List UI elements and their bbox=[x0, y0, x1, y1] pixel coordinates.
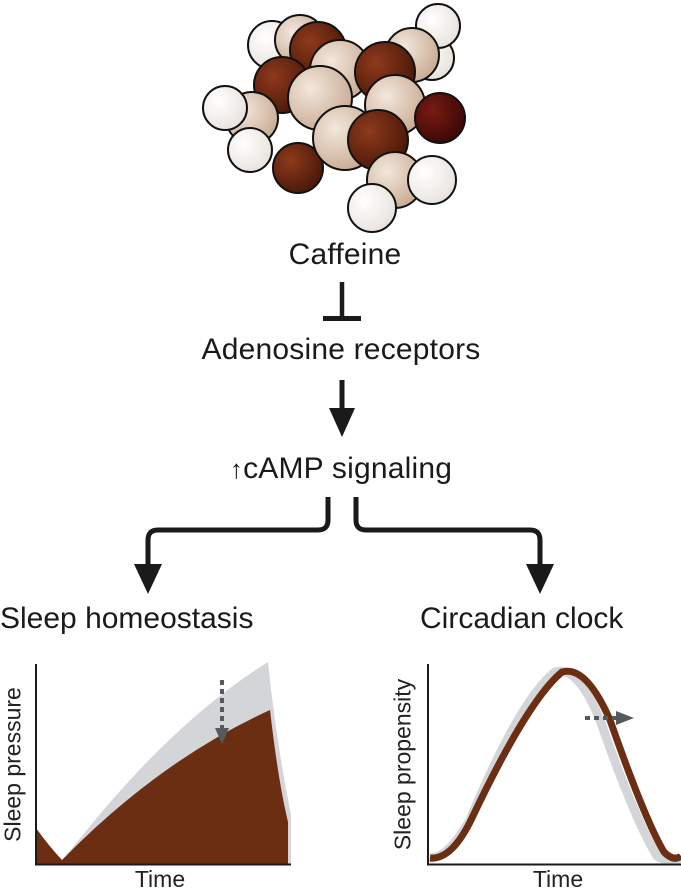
dashed-arrow-icon bbox=[215, 680, 229, 744]
caffeine-propensity-curve bbox=[429, 667, 681, 862]
caffeine-label: Caffeine bbox=[288, 238, 402, 271]
circadian-xlabel: Time bbox=[532, 866, 584, 892]
circadian-clock-heading: Circadian clock bbox=[420, 602, 624, 635]
circadian-ylabel: Sleep propensity bbox=[389, 678, 416, 851]
adenosine-receptors-label: Adenosine receptors bbox=[201, 333, 481, 366]
sleep-homeostasis-heading: Sleep homeostasis bbox=[0, 602, 254, 635]
up-arrow-icon: ↑ bbox=[229, 454, 244, 484]
homeostasis-xlabel: Time bbox=[134, 866, 186, 892]
left-branch-arrow bbox=[145, 497, 331, 568]
dashed-arrow-right-icon bbox=[585, 711, 634, 725]
camp-signaling-text: cAMP signaling bbox=[243, 452, 453, 485]
right-branch-arrow bbox=[353, 497, 543, 568]
caffeine-pressure-area bbox=[36, 710, 288, 864]
camp-signaling-label: ↑cAMP signaling bbox=[190, 452, 492, 486]
